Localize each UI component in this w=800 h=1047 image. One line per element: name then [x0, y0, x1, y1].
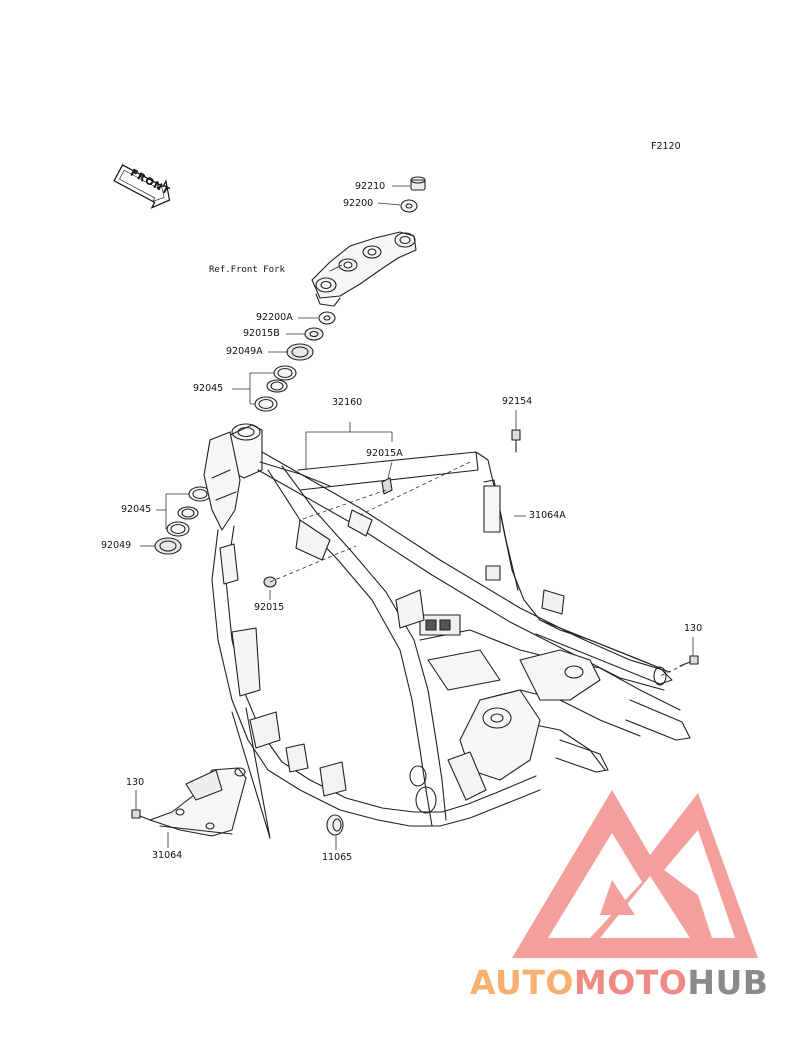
part-label-92210: 92210: [355, 181, 386, 192]
washer-92200: [400, 199, 418, 213]
part-label-130-left: 130: [126, 777, 145, 788]
part-label-11065: 11065: [322, 852, 353, 863]
part-label-31064a: 31064A: [529, 510, 566, 521]
part-label-130-right: 130: [684, 623, 703, 634]
leader-lines: [135, 185, 694, 850]
part-label-92045-mid: 92045: [121, 504, 152, 515]
ref-front-fork-label: Ref.Front Fork: [209, 265, 285, 275]
part-label-92015a: 92015A: [366, 448, 403, 459]
bolt-92015a: [381, 477, 393, 495]
part-label-92015: 92015: [254, 602, 285, 613]
nut-92015b: [304, 327, 324, 341]
upper-bracket: [311, 231, 417, 307]
watermark-hub: HUB: [687, 963, 769, 1002]
part-label-32160: 32160: [332, 397, 363, 408]
part-label-92045-top: 92045: [193, 383, 224, 394]
part-label-92154: 92154: [502, 396, 533, 407]
diagram-code: F2120: [651, 141, 681, 152]
part-label-31064: 31064: [152, 850, 183, 861]
watermark-moto: MOTO: [573, 963, 688, 1002]
bolt-130-right: [679, 655, 699, 667]
detail-callout-lines: [231, 707, 271, 839]
plug-11065: [326, 814, 344, 836]
bolt-92154: [511, 429, 521, 453]
top-nut: [410, 176, 426, 191]
part-label-92049a: 92049A: [226, 346, 263, 357]
part-label-92200: 92200: [343, 198, 374, 209]
front-arrow-icon: [113, 164, 171, 209]
seal-92049: [154, 537, 182, 555]
main-frame: [203, 423, 691, 827]
bolt-130-left: [131, 809, 151, 821]
washer-92200a: [318, 311, 336, 325]
part-label-92015b: 92015B: [243, 328, 280, 339]
watermark-text: AUTOMOTOHUB: [470, 966, 768, 999]
watermark-auto: AUTO: [470, 963, 574, 1002]
part-label-92049: 92049: [101, 540, 132, 551]
part-label-92200a: 92200A: [256, 312, 293, 323]
bracket-31064: [149, 767, 247, 837]
watermark-logo: [512, 790, 758, 958]
seal-92049a: [286, 343, 314, 361]
